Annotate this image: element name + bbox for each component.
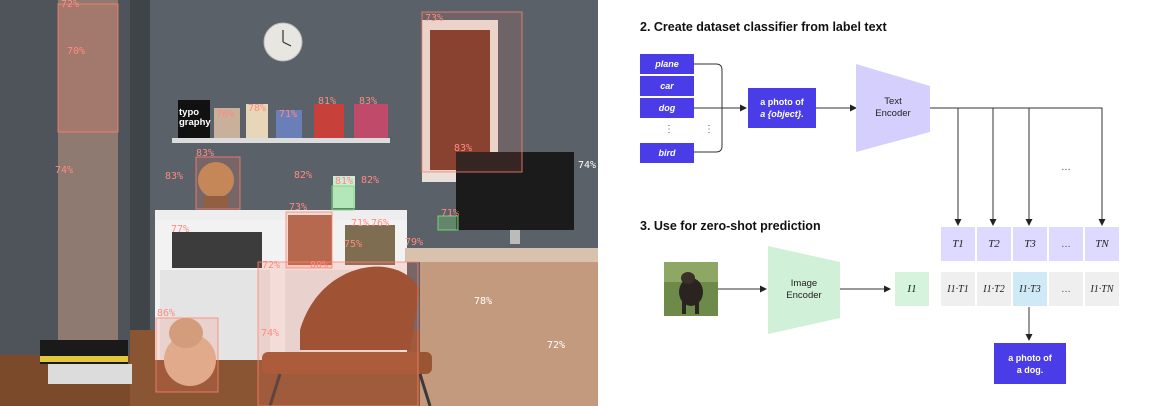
typography-book-title: typo graphy bbox=[179, 107, 211, 128]
text-encoder-shape bbox=[856, 64, 930, 152]
zero-shot-diagram: 2. Create dataset classifier from label … bbox=[598, 0, 1168, 406]
detection-score-label: 70% bbox=[67, 46, 86, 57]
detection-score-label: 83% bbox=[196, 148, 215, 159]
prompt-template-line1: a photo of bbox=[760, 97, 804, 107]
text-feature-t1: T1 bbox=[941, 227, 975, 261]
detection-score-label: 76% bbox=[371, 218, 390, 229]
step2-heading: 2. Create dataset classifier from label … bbox=[640, 20, 887, 34]
text-feature-t2: T2 bbox=[977, 227, 1011, 261]
text-encoder-label-line1: Text bbox=[884, 96, 902, 107]
text-feature-tn: TN bbox=[1085, 227, 1119, 261]
detection-score-label: 83% bbox=[454, 143, 473, 154]
detection-score-label: 71% bbox=[351, 218, 370, 229]
detection-score-label: 80% bbox=[310, 260, 329, 271]
prompt-template-box: a photo of a {object}. bbox=[748, 88, 816, 128]
detection-score-label: 82% bbox=[361, 175, 380, 186]
class-list-vertical-ellipsis: ⋮ bbox=[664, 124, 674, 135]
room-scene-illustration bbox=[0, 0, 598, 406]
detection-score-label: 81% bbox=[335, 176, 354, 187]
detection-score-label: 78% bbox=[474, 296, 493, 307]
detection-score-label: 79% bbox=[405, 237, 424, 248]
detection-score-label: 72% bbox=[61, 0, 80, 10]
image-encoder-label-line1: Image bbox=[790, 278, 818, 289]
detection-score-label: 72% bbox=[547, 340, 566, 351]
prediction-result-box: a photo of a dog. bbox=[994, 343, 1066, 384]
detection-score-label: 73% bbox=[425, 13, 444, 24]
bracket-vertical-ellipsis: ⋮ bbox=[704, 124, 714, 135]
similarity-i1-t1: I1·T1 bbox=[941, 272, 975, 306]
detection-score-label: 83% bbox=[359, 96, 378, 107]
text-encoder-label: Text Encoder bbox=[860, 94, 926, 122]
class-label-car: car bbox=[640, 76, 694, 96]
image-encoder-shape bbox=[768, 246, 840, 334]
detection-score-label: 71% bbox=[441, 208, 460, 219]
text-encoder-label-line2: Encoder bbox=[875, 108, 911, 119]
image-encoder-label: Image Encoder bbox=[770, 276, 838, 304]
object-detection-photo: 72% 70% 73% 76% 78% 71% 81% 83% 83% 83% … bbox=[0, 0, 598, 406]
detection-score-label: 75% bbox=[344, 239, 363, 250]
detection-score-label: 83% bbox=[165, 171, 184, 182]
image-feature-i1: I1 bbox=[895, 272, 929, 306]
detection-score-label: 81% bbox=[318, 96, 337, 107]
detection-score-label: 71% bbox=[279, 109, 298, 120]
similarity-i1-t3-highlighted: I1·T3 bbox=[1013, 272, 1047, 306]
class-label-dog: dog bbox=[640, 98, 694, 118]
detection-score-label: 74% bbox=[55, 165, 74, 176]
text-feature-t3: T3 bbox=[1013, 227, 1047, 261]
prediction-result-line2: a dog. bbox=[1016, 364, 1044, 375]
step3-heading: 3. Use for zero-shot prediction bbox=[640, 219, 821, 233]
class-label-bird: bird bbox=[640, 143, 694, 163]
text-features-ellipsis: … bbox=[1061, 162, 1071, 173]
image-encoder-label-line2: Encoder bbox=[786, 290, 822, 301]
diagram-connectors bbox=[664, 63, 1106, 341]
detection-score-label: 78% bbox=[248, 103, 267, 114]
similarity-ellipsis: … bbox=[1049, 272, 1083, 306]
detection-score-label: 76% bbox=[216, 109, 235, 120]
detection-score-label: 82% bbox=[294, 170, 313, 181]
similarity-i1-t2: I1·T2 bbox=[977, 272, 1011, 306]
prompt-template-line2: a {object}. bbox=[760, 109, 804, 119]
detection-score-label: 77% bbox=[171, 224, 190, 235]
prediction-result-line1: a photo of bbox=[1008, 352, 1052, 363]
detection-score-label: 72% bbox=[262, 260, 281, 271]
detection-score-label: 74% bbox=[261, 328, 280, 339]
class-label-plane: plane bbox=[640, 54, 694, 74]
detection-score-label: 74% bbox=[578, 160, 597, 171]
detection-score-label: 73% bbox=[289, 202, 308, 213]
similarity-i1-tn: I1·TN bbox=[1085, 272, 1119, 306]
text-feature-ellipsis: … bbox=[1049, 227, 1083, 261]
detection-score-label: 86% bbox=[157, 308, 176, 319]
